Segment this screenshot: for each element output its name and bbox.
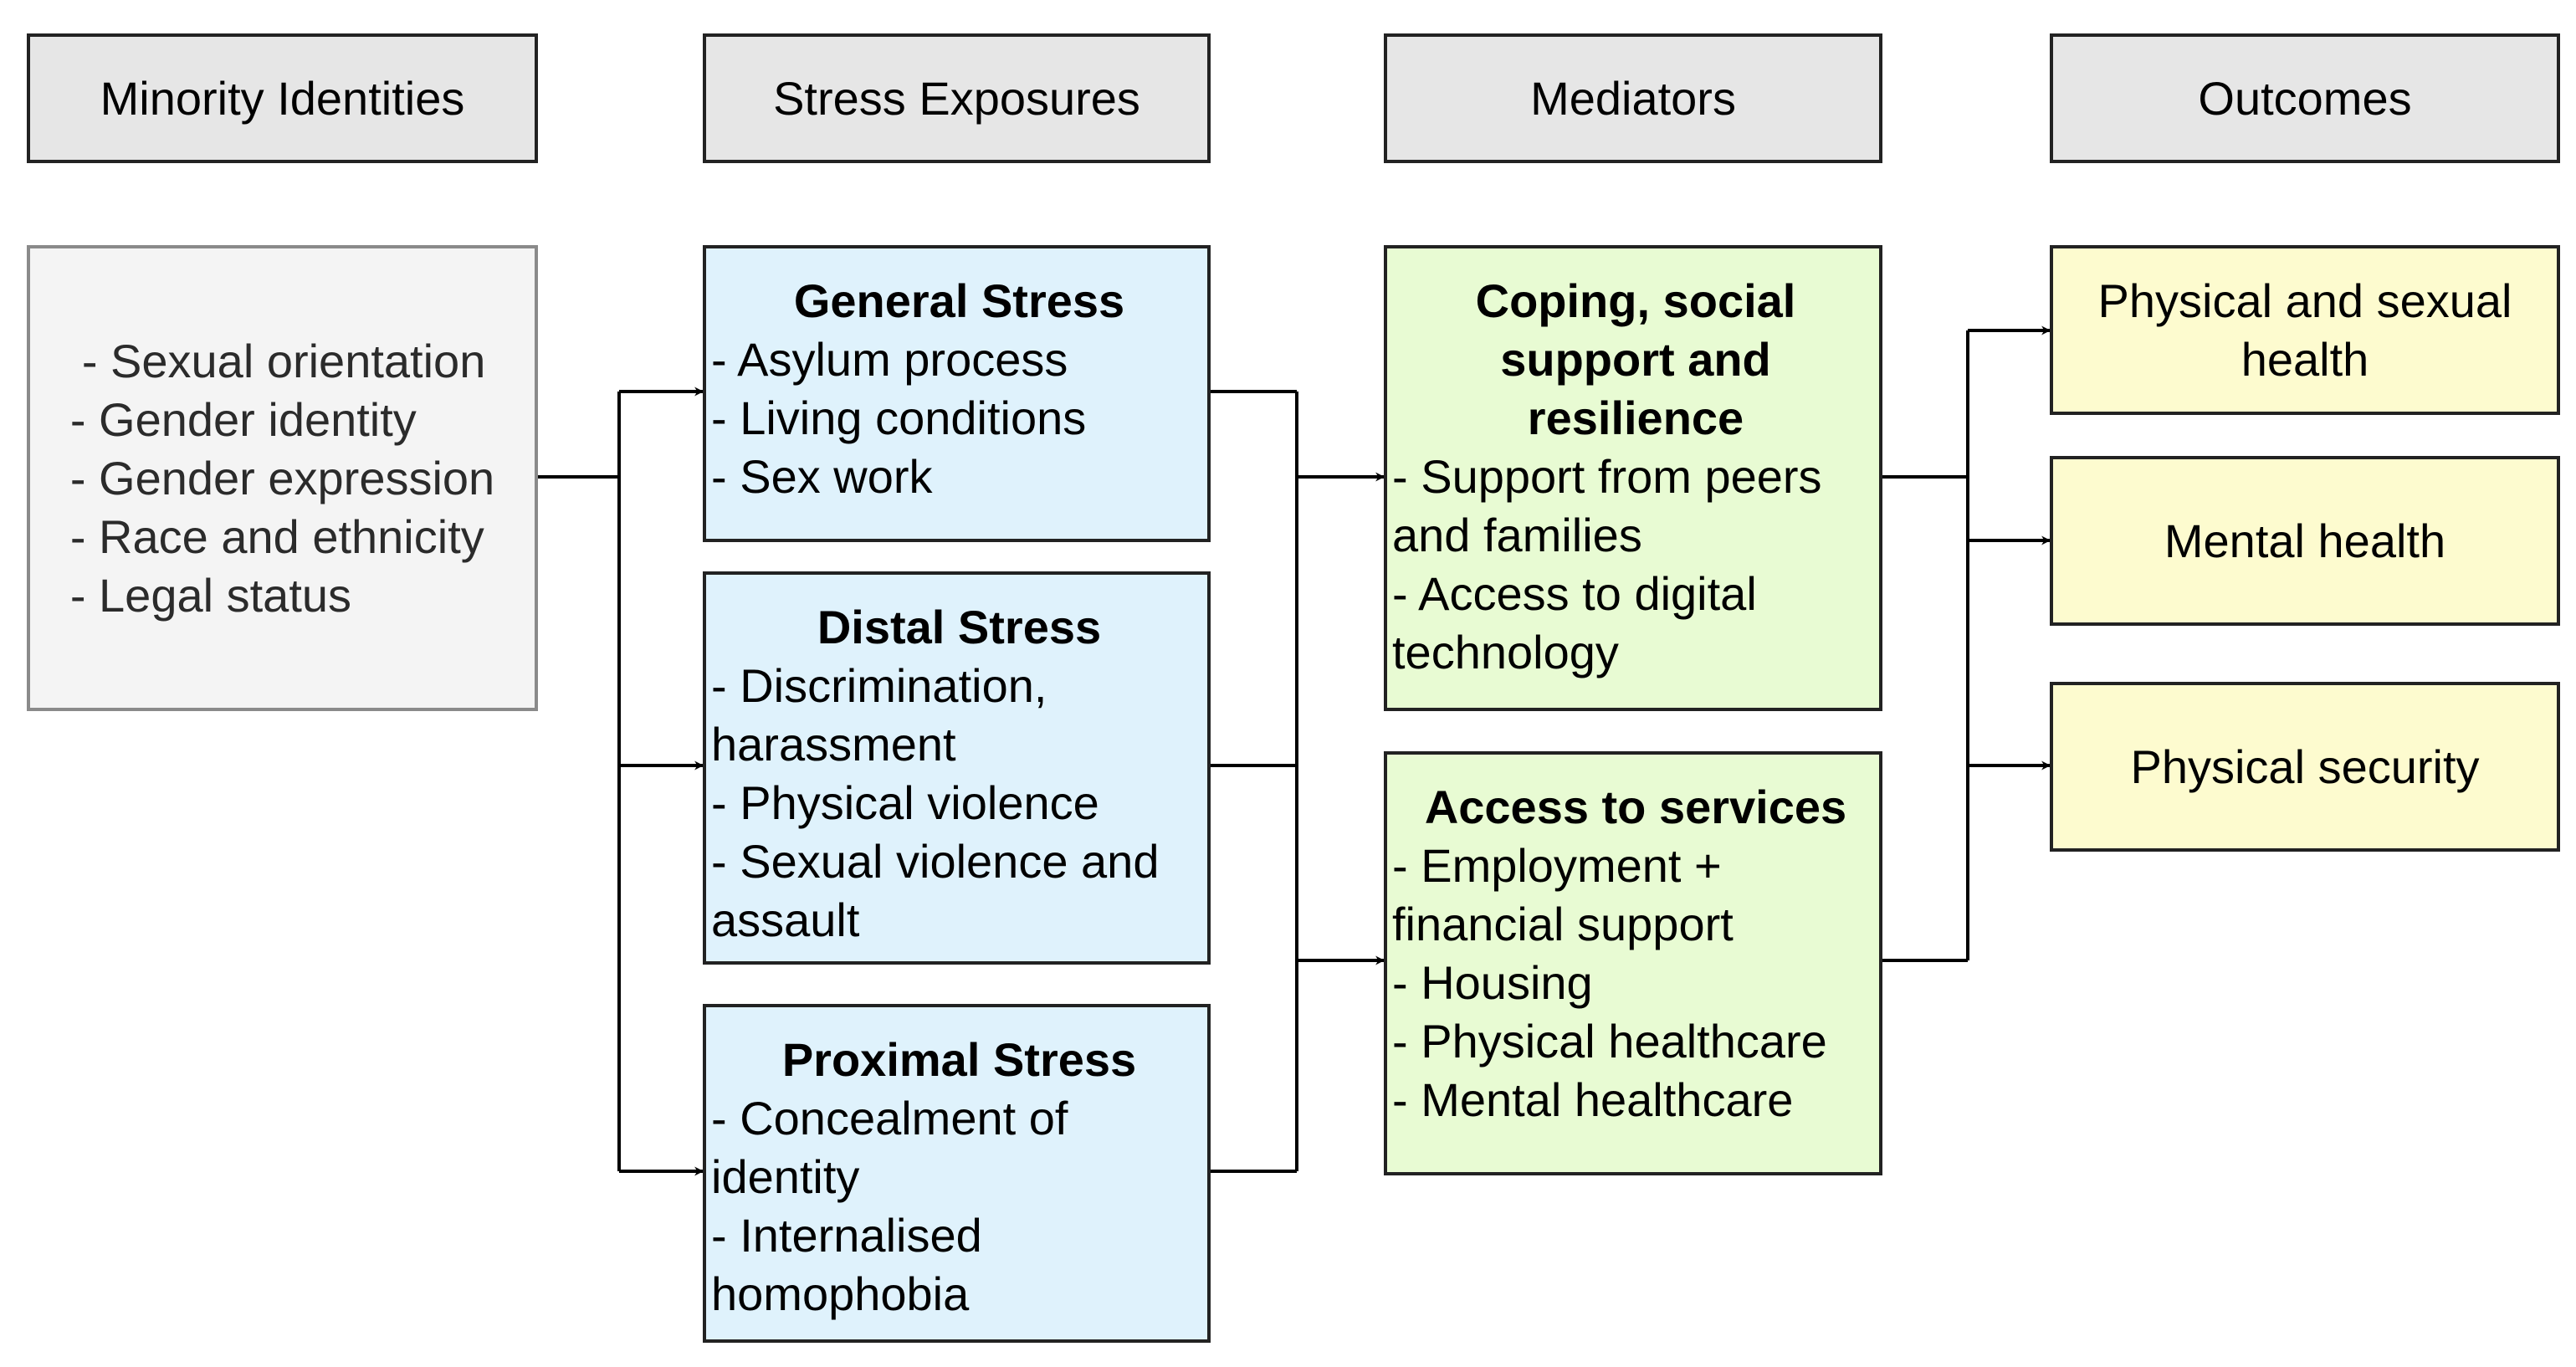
coping-support-resilience-list: Support from peers and families Access t…: [1392, 448, 1879, 682]
access-to-services-box: Access to services Employment + financia…: [1384, 751, 1882, 1175]
identity-item: Gender identity: [70, 391, 494, 449]
header-outcomes: Outcomes: [2050, 33, 2560, 163]
distal-stress-title: Distal Stress: [817, 601, 1102, 653]
outcome-physical-security-label: Physical security: [2130, 740, 2480, 793]
minority-identities-box: Sexual orientation Gender identity Gende…: [27, 245, 538, 711]
outcome-physical-sexual-health-label: Physical and sexual health: [2097, 274, 2512, 386]
header-mediators-label: Mediators: [1530, 71, 1736, 125]
services-item: Housing: [1392, 954, 1879, 1012]
distal-stress-item: Physical violence: [711, 774, 1207, 832]
distal-stress-item: Discrimination, harassment: [711, 657, 1207, 774]
services-item: Mental healthcare: [1392, 1071, 1879, 1129]
identity-item: Legal status: [70, 566, 494, 625]
distal-stress-item: Sexual violence and assault: [711, 832, 1207, 950]
coping-support-resilience-title: Coping, social support and resilience: [1475, 274, 1796, 444]
outcome-physical-sexual-health: Physical and sexual health: [2050, 245, 2560, 415]
proximal-stress-title: Proximal Stress: [781, 1033, 1137, 1086]
header-stress-exposures-label: Stress Exposures: [773, 71, 1140, 125]
general-stress-item: Asylum process: [711, 330, 1207, 389]
identity-item: Sexual orientation: [70, 332, 494, 391]
outcome-mental-health-label: Mental health: [2164, 514, 2446, 567]
distal-stress-list: Discrimination, harassment Physical viol…: [711, 657, 1207, 950]
general-stress-item: Sex work: [711, 448, 1207, 506]
header-stress-exposures: Stress Exposures: [703, 33, 1211, 163]
header-outcomes-label: Outcomes: [2198, 71, 2412, 125]
coping-item: Access to digital technology: [1392, 565, 1879, 682]
general-stress-box: General Stress Asylum process Living con…: [703, 245, 1211, 542]
coping-support-resilience-box: Coping, social support and resilience Su…: [1384, 245, 1882, 711]
proximal-stress-list: Concealment of identity Internalised hom…: [711, 1089, 1207, 1323]
general-stress-list: Asylum process Living conditions Sex wor…: [711, 330, 1207, 506]
header-minority-identities-label: Minority Identities: [100, 71, 465, 125]
outcome-mental-health: Mental health: [2050, 456, 2560, 626]
minority-identities-list: Sexual orientation Gender identity Gende…: [70, 332, 494, 625]
header-minority-identities: Minority Identities: [27, 33, 538, 163]
header-mediators: Mediators: [1384, 33, 1882, 163]
distal-stress-box: Distal Stress Discrimination, harassment…: [703, 571, 1211, 965]
proximal-stress-item: Concealment of identity: [711, 1089, 1207, 1206]
proximal-stress-box: Proximal Stress Concealment of identity …: [703, 1004, 1211, 1343]
outcome-physical-security: Physical security: [2050, 682, 2560, 852]
proximal-stress-item: Internalised homophobia: [711, 1206, 1207, 1323]
general-stress-title: General Stress: [793, 274, 1125, 327]
services-item: Employment + financial support: [1392, 837, 1879, 954]
coping-item: Support from peers and families: [1392, 448, 1879, 565]
identity-item: Race and ethnicity: [70, 508, 494, 566]
identity-item: Gender expression: [70, 449, 494, 508]
access-to-services-list: Employment + financial support Housing P…: [1392, 837, 1879, 1129]
access-to-services-title: Access to services: [1424, 781, 1847, 833]
services-item: Physical healthcare: [1392, 1012, 1879, 1071]
general-stress-item: Living conditions: [711, 389, 1207, 448]
